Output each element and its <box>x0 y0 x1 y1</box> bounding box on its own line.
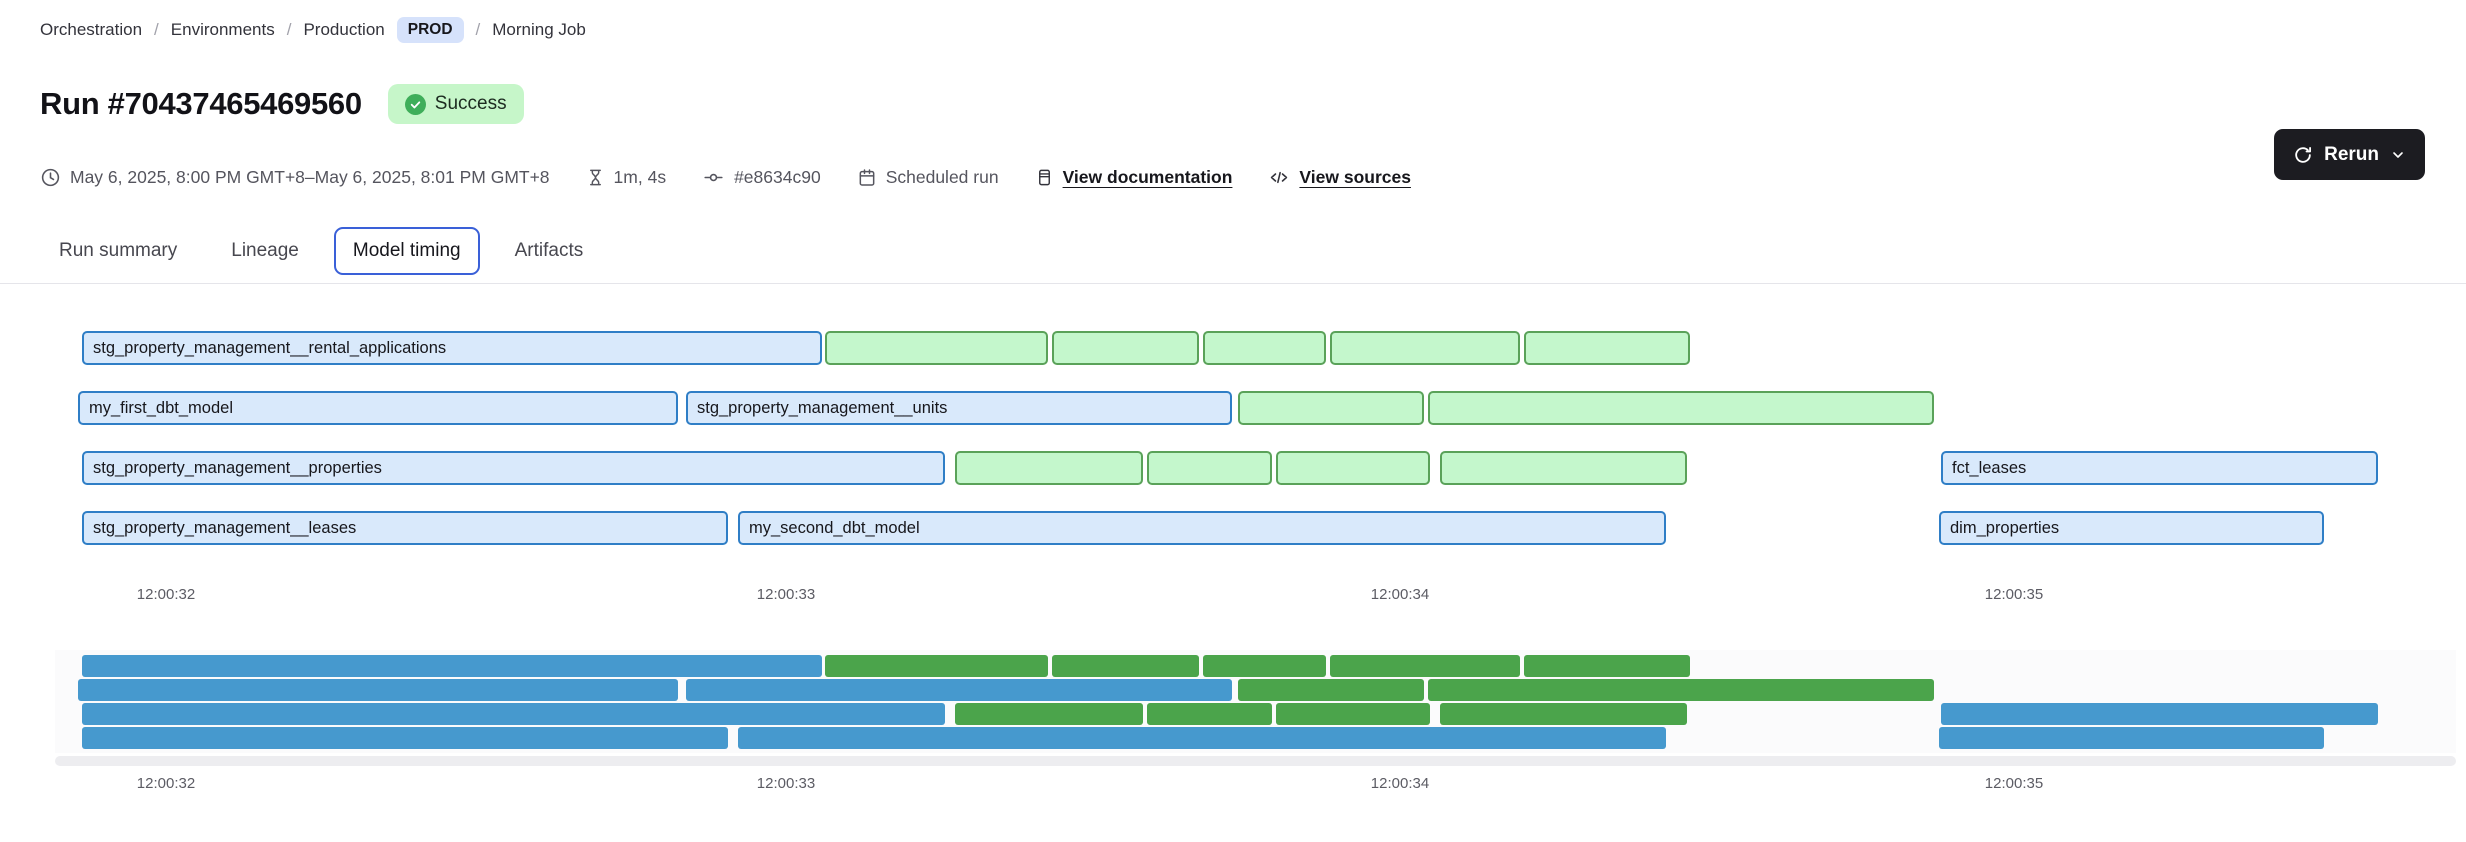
commit-sha-text: #e8634c90 <box>734 167 821 187</box>
minimap-bar[interactable] <box>1330 655 1520 677</box>
gantt-bar-label: my_first_dbt_model <box>89 399 233 417</box>
gantt-bar-label: dim_properties <box>1950 519 2060 537</box>
tab-artifacts[interactable]: Artifacts <box>514 240 584 261</box>
clock-icon <box>40 167 61 188</box>
gantt-bar-test[interactable] <box>1524 331 1690 365</box>
breadcrumb-orchestration[interactable]: Orchestration <box>40 20 143 39</box>
axis-tick: 12:00:34 <box>1370 586 1430 603</box>
gantt-bar-stg_property_management__leases[interactable]: stg_property_management__leases <box>82 511 728 545</box>
gantt-bar-test[interactable] <box>1428 391 1934 425</box>
minimap-bar[interactable] <box>1276 703 1430 725</box>
run-metadata: May 6, 2025, 8:00 PM GMT+8–May 6, 2025, … <box>40 167 1411 188</box>
minimap-bar[interactable] <box>686 679 1232 701</box>
minimap-bar[interactable] <box>825 655 1048 677</box>
status-badge: Success <box>387 84 524 124</box>
breadcrumb-morning-job[interactable]: Morning Job <box>492 20 586 39</box>
duration-item: 1m, 4s <box>586 167 667 188</box>
gantt-bar-test[interactable] <box>1330 331 1520 365</box>
gantt-bar-test[interactable] <box>1440 451 1687 485</box>
gantt-bar-test[interactable] <box>1238 391 1424 425</box>
commit-item: #e8634c90 <box>702 167 821 188</box>
breadcrumb-separator: / <box>286 20 292 39</box>
minimap-bar[interactable] <box>82 655 822 677</box>
minimap-bar[interactable] <box>1052 655 1199 677</box>
minimap-bar[interactable] <box>1941 703 2378 725</box>
gantt-bar-test[interactable] <box>1276 451 1430 485</box>
code-icon <box>1268 167 1290 188</box>
tab-run-summary[interactable]: Run summary <box>59 240 178 261</box>
breadcrumb-environments[interactable]: Environments <box>170 20 275 39</box>
refresh-icon <box>2293 145 2313 165</box>
minimap-bar[interactable] <box>1440 703 1687 725</box>
axis-tick: 12:00:32 <box>136 775 196 792</box>
gantt-bar-fct_leases[interactable]: fct_leases <box>1941 451 2378 485</box>
gantt-bar-test[interactable] <box>1203 331 1326 365</box>
success-check-icon <box>404 93 426 115</box>
view-documentation-link[interactable]: View documentation <box>1062 167 1233 187</box>
breadcrumb-separator: / <box>154 20 159 39</box>
prod-environment-badge: PROD <box>396 17 464 43</box>
minimap-bar[interactable] <box>1238 679 1424 701</box>
axis-tick: 12:00:34 <box>1370 775 1430 792</box>
minimap-bar[interactable] <box>1428 679 1934 701</box>
minimap-bar[interactable] <box>738 727 1666 749</box>
gantt-bar-dim_properties[interactable]: dim_properties <box>1939 511 2324 545</box>
time-range-text: May 6, 2025, 8:00 PM GMT+8–May 6, 2025, … <box>70 167 550 187</box>
breadcrumb: Orchestration / Environments / Productio… <box>40 17 586 43</box>
gantt-bar-my_first_dbt_model[interactable]: my_first_dbt_model <box>78 391 678 425</box>
minimap-bar[interactable] <box>1147 703 1272 725</box>
minimap-bar[interactable] <box>82 703 945 725</box>
axis-tick: 12:00:33 <box>756 775 816 792</box>
duration-text: 1m, 4s <box>613 167 667 187</box>
axis-tick: 12:00:33 <box>756 586 816 603</box>
gantt-bar-label: stg_property_management__rental_applicat… <box>93 339 447 357</box>
minimap-bar[interactable] <box>82 727 728 749</box>
gantt-bar-label: fct_leases <box>1952 459 2027 477</box>
breadcrumb-production[interactable]: Production <box>303 20 385 39</box>
view-sources-item: View sources <box>1268 167 1411 188</box>
gantt-bar-stg_property_management__rental_applications[interactable]: stg_property_management__rental_applicat… <box>82 331 822 365</box>
header: Run #70437465469560 Success <box>40 84 524 124</box>
axis-tick: 12:00:32 <box>136 586 196 603</box>
gantt-bar-label: stg_property_management__units <box>697 399 948 417</box>
gantt-bar-label: my_second_dbt_model <box>749 519 920 537</box>
breadcrumb-separator: / <box>475 20 481 39</box>
rerun-button[interactable]: Rerun <box>2274 129 2425 180</box>
gantt-bar-test[interactable] <box>1147 451 1272 485</box>
tab-bar: Run summary Lineage Model timing Artifac… <box>40 227 602 275</box>
gantt-bar-test[interactable] <box>955 451 1143 485</box>
chevron-down-icon <box>2390 147 2406 163</box>
hourglass-icon <box>586 167 605 188</box>
rerun-button-label: Rerun <box>2324 143 2379 165</box>
documentation-icon <box>1035 167 1054 188</box>
axis-tick: 12:00:35 <box>1984 586 2044 603</box>
run-type-text: Scheduled run <box>885 167 999 187</box>
page-title: Run #70437465469560 <box>40 86 362 121</box>
minimap-bar[interactable] <box>1524 655 1690 677</box>
axis-tick: 12:00:35 <box>1984 775 2044 792</box>
tab-bar-divider <box>0 283 2466 284</box>
minimap-bar[interactable] <box>955 703 1143 725</box>
minimap-bar[interactable] <box>1203 655 1326 677</box>
git-commit-icon <box>702 167 725 188</box>
status-label: Success <box>434 93 507 114</box>
tab-lineage[interactable]: Lineage <box>231 240 299 261</box>
gantt-bar-my_second_dbt_model[interactable]: my_second_dbt_model <box>738 511 1666 545</box>
time-range-item: May 6, 2025, 8:00 PM GMT+8–May 6, 2025, … <box>40 167 550 188</box>
run-type-item: Scheduled run <box>857 167 999 188</box>
minimap-scroll-track[interactable] <box>55 756 2456 766</box>
gantt-bar-stg_property_management__properties[interactable]: stg_property_management__properties <box>82 451 945 485</box>
gantt-bar-test[interactable] <box>825 331 1048 365</box>
gantt-bar-label: stg_property_management__properties <box>93 459 382 477</box>
minimap-bar[interactable] <box>1939 727 2324 749</box>
gantt-bar-test[interactable] <box>1052 331 1199 365</box>
gantt-bar-stg_property_management__units[interactable]: stg_property_management__units <box>686 391 1232 425</box>
view-documentation-item: View documentation <box>1035 167 1233 188</box>
minimap-bar[interactable] <box>78 679 678 701</box>
calendar-icon <box>857 167 877 188</box>
view-sources-link[interactable]: View sources <box>1299 167 1411 187</box>
tab-model-timing[interactable]: Model timing <box>333 227 480 275</box>
gantt-bar-label: stg_property_management__leases <box>93 519 357 537</box>
